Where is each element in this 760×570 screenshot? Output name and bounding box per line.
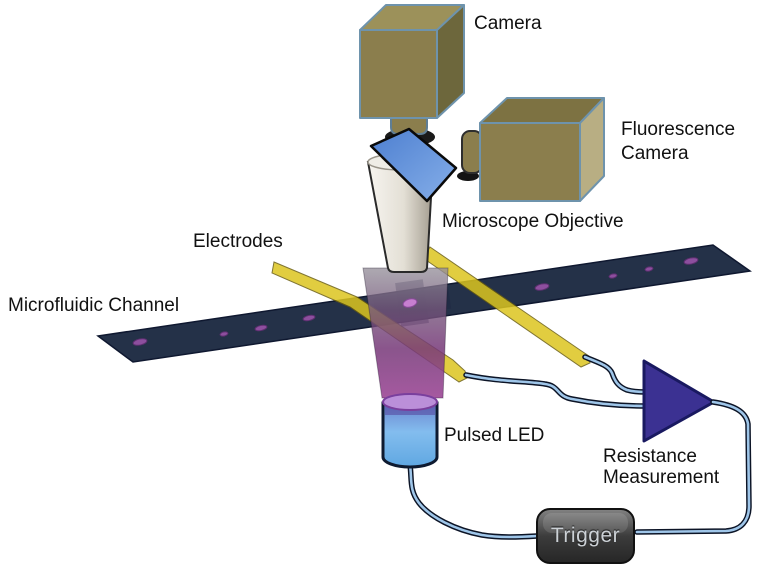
electrodes-label: Electrodes	[193, 231, 283, 252]
wire-electrode-right	[583, 355, 648, 394]
wire-trigger-to-led-outline	[407, 462, 540, 540]
fluorescence-camera-label: Fluorescence Camera	[621, 118, 735, 166]
trigger-wires	[407, 399, 752, 540]
trigger-label: Trigger	[550, 524, 621, 547]
resistance-measurement-label-line2: Measurement	[603, 467, 720, 488]
fluorescence-camera-label-line1: Fluorescence	[621, 119, 736, 140]
particle-dot	[302, 314, 316, 322]
particle-dot	[219, 331, 229, 337]
trigger-box-body	[536, 508, 635, 564]
particle-dot	[254, 324, 268, 332]
led-top-cap	[382, 393, 438, 411]
wire-trigger-to-led	[408, 463, 539, 539]
pulsed-led-cylinder	[381, 393, 439, 469]
illumination-cone	[362, 267, 449, 399]
particle-dot	[132, 338, 148, 346]
electrode-wires	[463, 354, 649, 409]
resistance-measurement-label: Resistance Measurement	[603, 446, 719, 488]
led-body	[381, 401, 439, 469]
fluorescence-camera-front-face	[479, 122, 581, 202]
pulsed-led-label: Pulsed LED	[444, 425, 545, 446]
fluorescence-camera-label-line2: Camera	[621, 143, 689, 164]
particle-dot	[534, 283, 550, 291]
beam-splitter-mirror	[369, 127, 458, 203]
cell-in-focus-dot	[402, 298, 418, 308]
camera-box-front-face	[359, 29, 438, 119]
particle-dots	[132, 257, 699, 346]
particle-dot	[644, 266, 654, 272]
camera-box	[359, 4, 465, 119]
fluorescence-camera-box	[479, 97, 605, 202]
particle-dot	[608, 273, 618, 279]
trigger-box-sheen	[543, 513, 628, 533]
camera-lens-mount	[390, 116, 428, 135]
wire-amplifier-to-trigger	[635, 400, 751, 534]
resistance-measurement-label-line1: Resistance	[603, 446, 697, 467]
amplifier-triangle	[642, 359, 716, 443]
particle-dot	[683, 257, 699, 265]
wire-electrode-right-outline	[582, 354, 649, 395]
microscope-objective-label: Microscope Objective	[442, 211, 624, 232]
wire-electrode-left	[464, 373, 648, 408]
microfluidic-channel-label: Microfluidic Channel	[8, 295, 180, 316]
trigger-box	[536, 508, 635, 564]
camera-label: Camera	[474, 13, 542, 34]
